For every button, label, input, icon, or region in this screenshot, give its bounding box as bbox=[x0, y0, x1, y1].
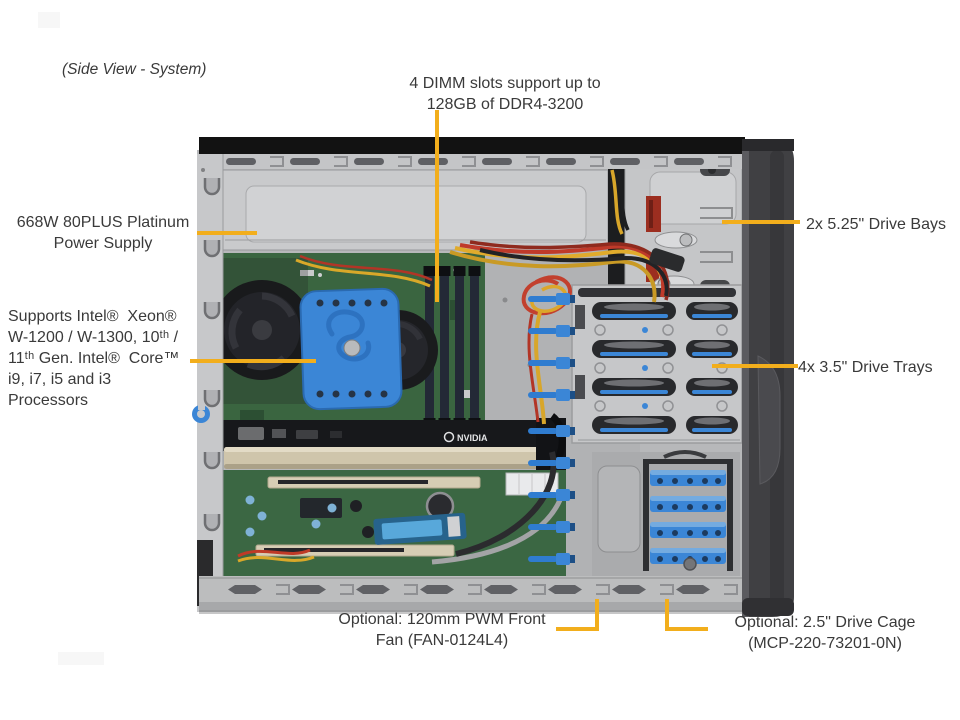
motherboard-lower bbox=[222, 451, 566, 578]
chassis-frame bbox=[192, 137, 745, 614]
label-drive-trays: 4x 3.5" Drive Trays bbox=[798, 359, 933, 376]
callout-lines bbox=[190, 110, 800, 631]
left-rail bbox=[197, 154, 223, 612]
svg-text:NVIDIA: NVIDIA bbox=[457, 433, 488, 443]
label-power-supply: 668W 80PLUS Platinum Power Supply bbox=[16, 214, 190, 252]
label-drive-bays: 2x 5.25" Drive Bays bbox=[806, 216, 946, 233]
view-title: (Side View - System) bbox=[62, 61, 207, 78]
optical-bay-area bbox=[608, 156, 743, 332]
m2-ssd bbox=[373, 512, 467, 545]
artifact bbox=[38, 12, 60, 28]
nvidia-logo: NVIDIA bbox=[443, 431, 488, 443]
callout-line-fan bbox=[556, 599, 599, 631]
drive-cage-25 bbox=[592, 450, 740, 576]
gpu-card: NVIDIA bbox=[222, 413, 566, 471]
bottom-rail bbox=[199, 576, 745, 606]
artifact bbox=[58, 652, 104, 665]
label-front-fan: Optional: 120mm PWM Front Fan (FAN-0124L… bbox=[338, 611, 546, 649]
label-processors: Supports Intel® Xeon® W-1200 / W-1300, 1… bbox=[8, 308, 180, 409]
psu-unit bbox=[222, 169, 609, 251]
cable-bundle bbox=[449, 169, 685, 425]
label-dimm-slots: 4 DIMM slots support up to 128GB of DDR4… bbox=[409, 75, 601, 113]
gpu-shroud-band bbox=[224, 447, 558, 469]
cpu-cooler bbox=[299, 287, 403, 411]
callout-line-cage bbox=[665, 599, 708, 631]
rear-case-fan bbox=[212, 258, 312, 404]
blue-clip bbox=[192, 404, 210, 423]
pcie-slot bbox=[267, 476, 481, 489]
case-photo: NVIDIA bbox=[192, 137, 794, 617]
top-black-bar bbox=[199, 137, 745, 154]
label-drive-cage: Optional: 2.5" Drive Cage (MCP-220-73201… bbox=[734, 614, 916, 652]
front-bezel bbox=[742, 139, 794, 617]
motherboard-upper bbox=[212, 253, 485, 430]
sata-clips bbox=[528, 293, 575, 565]
